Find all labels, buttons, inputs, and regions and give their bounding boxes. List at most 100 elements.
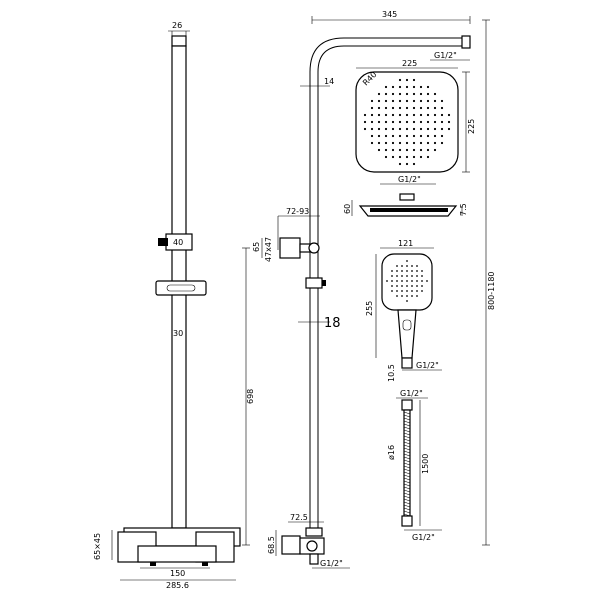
dim-head-width: 225: [402, 59, 417, 68]
nozzle-dot: [412, 92, 416, 96]
hose-coil-line: [403, 501, 411, 505]
dim-bracket-range: 72-93: [286, 207, 309, 216]
nozzle-dot: [398, 113, 402, 117]
dim-hose-length: 1500: [421, 454, 430, 474]
hose-coil-line: [403, 495, 411, 499]
nozzle-dot: [411, 270, 413, 272]
nozzle-dot: [421, 275, 423, 277]
dim-hand-neck: 10.5: [387, 364, 396, 382]
nozzle-dot: [391, 290, 393, 292]
nozzle-dot: [412, 134, 416, 138]
nozzle-dot: [421, 270, 423, 272]
nozzle-dot: [391, 127, 395, 131]
nozzle-dot: [384, 127, 388, 131]
nozzle-dot: [433, 99, 437, 103]
hose-coil-line: [403, 504, 411, 508]
dim-head-height: 225: [467, 119, 476, 134]
nozzle-dot: [405, 120, 409, 124]
dim-low-height: 68.5: [267, 536, 276, 554]
nozzle-dot: [391, 280, 393, 282]
rail-top-cap: [171, 35, 187, 47]
nozzle-dot: [406, 260, 408, 262]
nozzle-dot: [370, 134, 374, 138]
nozzle-dot: [419, 155, 423, 159]
dim-hose-dia: ø16: [387, 445, 396, 460]
nozzle-dot: [433, 148, 437, 152]
nozzle-dot: [370, 99, 374, 103]
hose-coil-line: [403, 471, 411, 475]
dim-arm-dia: 14: [324, 77, 334, 86]
hose-coil-line: [403, 426, 411, 430]
nozzle-dot: [412, 120, 416, 124]
nozzle-dot: [370, 106, 374, 110]
nozzle-dot: [398, 134, 402, 138]
hose-coil-line: [403, 462, 411, 466]
nozzle-dot: [405, 141, 409, 145]
nozzle-dot: [396, 285, 398, 287]
nozzle-dot: [384, 113, 388, 117]
nozzle-dot: [363, 127, 367, 131]
nozzle-dot: [377, 127, 381, 131]
dim-head-conn: G1/2": [398, 175, 421, 184]
lower-connector-body: [281, 535, 301, 555]
hose-coil-line: [403, 456, 411, 460]
hose-bottom-nut: [401, 515, 413, 527]
nozzle-dot: [401, 295, 403, 297]
nozzle-dot: [419, 148, 423, 152]
dim-bracket-width: 40: [173, 238, 183, 247]
nozzle-dot: [433, 113, 437, 117]
nozzle-dot: [426, 134, 430, 138]
nozzle-dot: [419, 99, 423, 103]
nozzle-dot: [377, 134, 381, 138]
dim-valve-total: 285.6: [166, 581, 189, 590]
hand-shower: 121 255 10.5 G1/2": [365, 239, 442, 382]
nozzle-dot: [411, 265, 413, 267]
nozzle-dot: [447, 120, 451, 124]
nozzle-dot: [426, 92, 430, 96]
dim-bracket-size: 47x47: [264, 237, 273, 262]
nozzle-dot: [396, 295, 398, 297]
total-height-dimension: 800-1180: [482, 19, 496, 546]
hose-coil-line: [403, 483, 411, 487]
nozzle-dot: [370, 127, 374, 131]
nozzle-dot: [401, 280, 403, 282]
nozzle-dot: [419, 134, 423, 138]
nozzle-dot: [398, 141, 402, 145]
dim-rail-dia: 30: [173, 329, 183, 338]
nozzle-dot: [426, 120, 430, 124]
nozzle-dot: [405, 113, 409, 117]
nozzle-dot: [391, 85, 395, 89]
dim-top-conn: G1/2": [434, 51, 457, 60]
nozzle-dot: [396, 265, 398, 267]
nozzle-dot: [421, 280, 423, 282]
head-top-connector: [399, 193, 415, 201]
riser-pipe-outer: [309, 37, 466, 528]
hose-coil-line: [403, 468, 411, 472]
nozzle-dot: [391, 120, 395, 124]
nozzle-dot: [412, 162, 416, 166]
nozzle-dot: [398, 148, 402, 152]
side-view: 345 G1/2" 14 72-93 47x47 65 18 698 7: [242, 10, 471, 569]
dim-head-depth: 60: [343, 204, 352, 214]
nozzle-dot: [396, 290, 398, 292]
nozzle-dot: [416, 290, 418, 292]
nozzle-dot: [396, 280, 398, 282]
nozzle-dot: [370, 120, 374, 124]
dim-head-thickness: 7.5: [459, 203, 468, 216]
nozzle-dot: [391, 92, 395, 96]
nozzle-dot: [398, 155, 402, 159]
nozzle-dot: [398, 162, 402, 166]
nozzle-dot: [419, 106, 423, 110]
nozzle-dot: [370, 113, 374, 117]
nozzle-dot: [401, 270, 403, 272]
nozzle-dot: [447, 113, 451, 117]
hose-coil-line: [403, 492, 411, 496]
riser-slider: [305, 277, 323, 289]
nozzle-dot: [363, 120, 367, 124]
hand-shower-handle: [397, 309, 417, 359]
nozzle-dot: [384, 148, 388, 152]
nozzle-dot: [406, 270, 408, 272]
dim-hand-length: 255: [365, 301, 374, 316]
nozzle-dot: [433, 141, 437, 145]
nozzle-dot: [405, 127, 409, 131]
